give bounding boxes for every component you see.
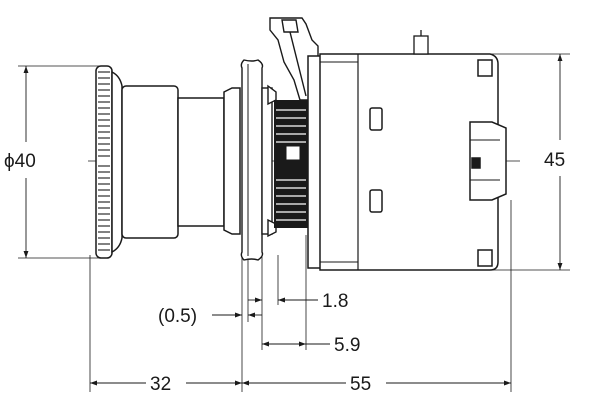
dimension-labels: ϕ40 45 32 55 (0.5) 1.8 5.9 [4, 150, 565, 395]
dim-panel-label: 5.9 [334, 335, 360, 356]
extension-lines [18, 53, 570, 392]
top-terminal-pin [413, 30, 429, 55]
dim-height-label: 45 [544, 150, 565, 171]
dimension-lines [23, 54, 563, 386]
panel-section [240, 59, 264, 261]
knurl-pattern [98, 71, 110, 251]
dim-front-length-label: 32 [150, 374, 171, 395]
dim-rear-length-label: 55 [350, 374, 371, 395]
mushroom-head [95, 65, 241, 259]
threaded-ring [274, 100, 308, 228]
dim-flange-label: 1.8 [322, 291, 348, 312]
dim-gap-label: (0.5) [158, 306, 197, 327]
lock-nut [261, 84, 277, 238]
main-housing [307, 53, 507, 271]
dim-diameter-label: ϕ40 [4, 151, 36, 172]
